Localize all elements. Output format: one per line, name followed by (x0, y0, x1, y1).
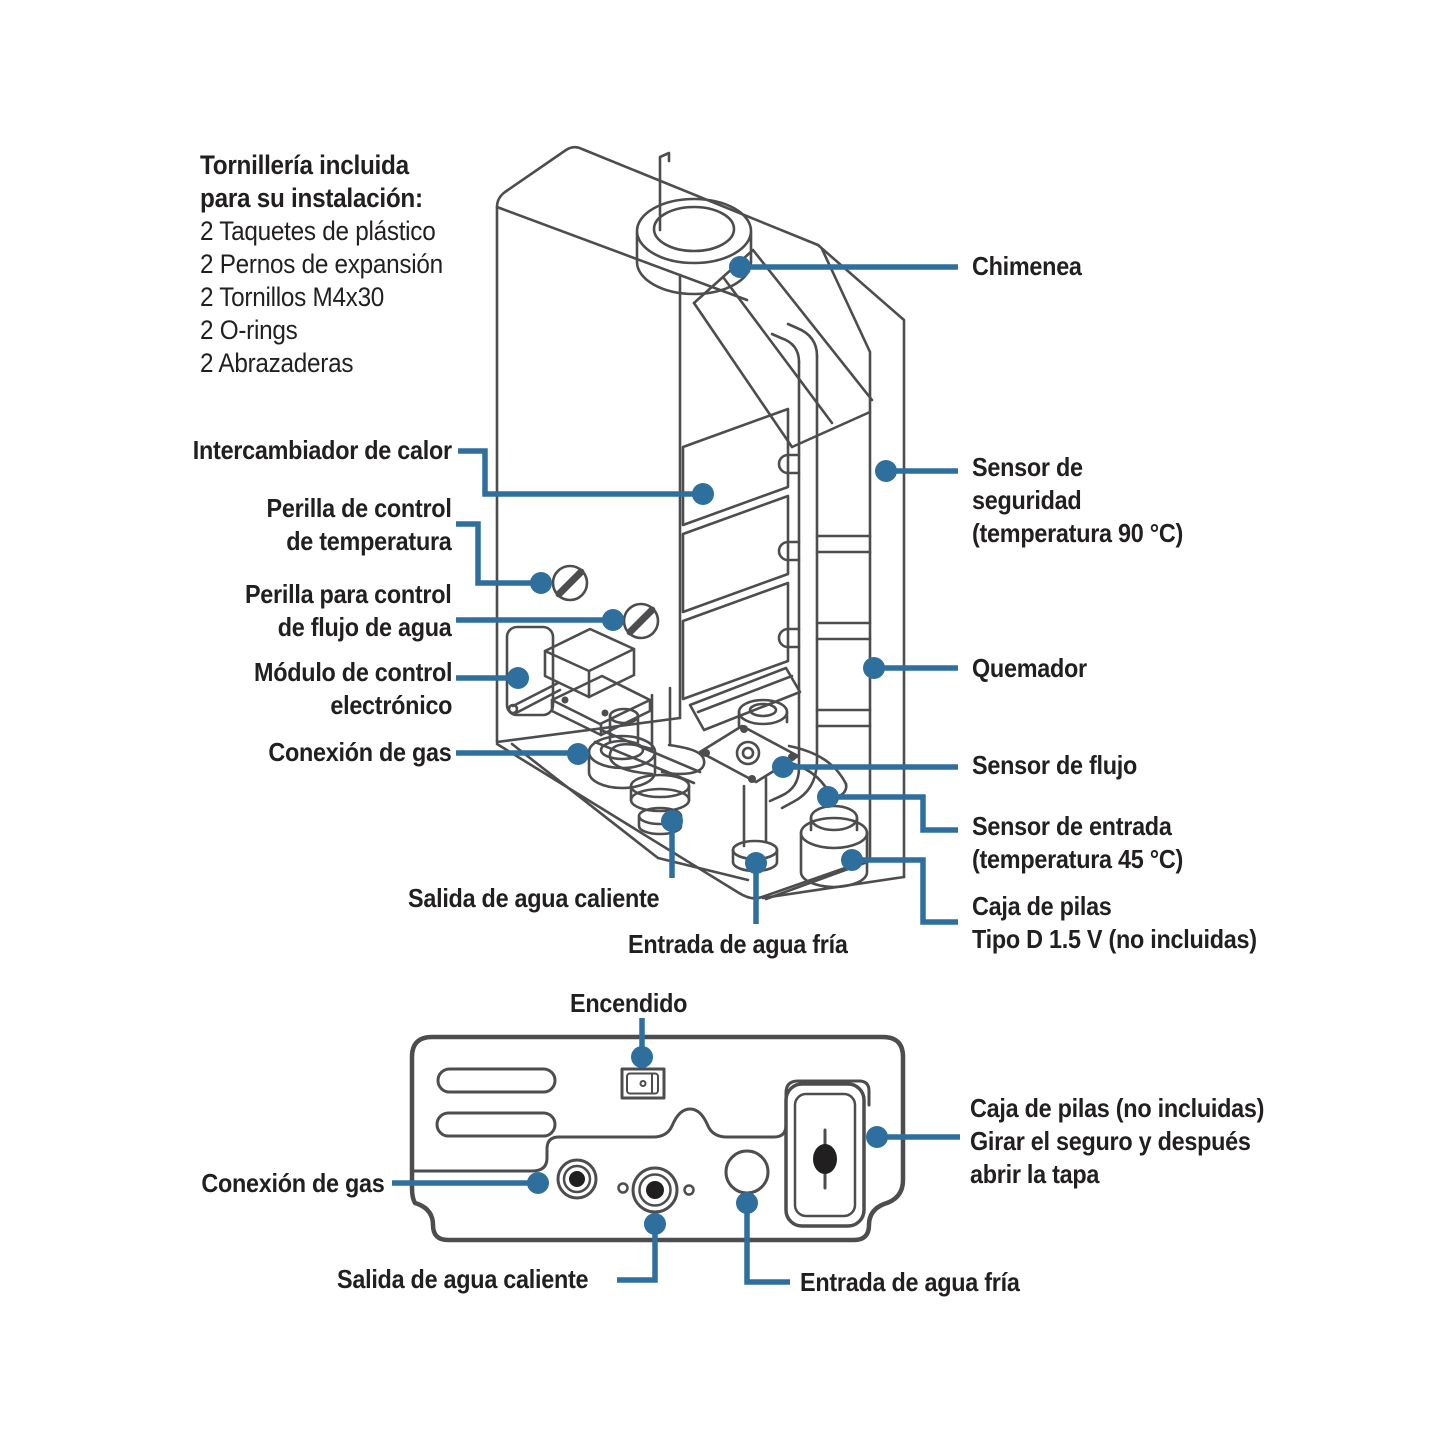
label-entrada-agua-bottom: Entrada de agua fría (800, 1267, 1020, 1297)
label-sensor-flujo: Sensor de flujo (972, 750, 1137, 780)
label-salida-agua-bottom: Salida de agua caliente (337, 1264, 589, 1294)
label-perilla-temperatura: Perilla de control de temperatura (267, 493, 452, 556)
label-caja-pilas-bottom: Caja de pilas (no incluidas) Girar el se… (970, 1093, 1265, 1189)
label-modulo: Módulo de control electrónico (253, 657, 452, 720)
hardware-note-item: 2 Abrazaderas (200, 348, 354, 378)
label-caja-pilas: Caja de pilas Tipo D 1.5 V (no incluidas… (972, 891, 1257, 954)
main-isometric-drawing (495, 145, 906, 901)
label-sensor-entrada: Sensor de entrada (temperatura 45 °C) (972, 811, 1183, 874)
hardware-note-item: 2 Pernos de expansión (200, 249, 443, 279)
label-sensor-seguridad: Sensor de seguridad (temperatura 90 °C) (972, 452, 1183, 548)
gas-port (556, 1158, 598, 1200)
label-conexion-gas: Conexión de gas (268, 737, 452, 767)
label-salida-agua: Salida de agua caliente (408, 883, 660, 913)
label-encendido: Encendido (570, 988, 688, 1018)
battery-door (784, 1082, 866, 1228)
label-chimenea: Chimenea (972, 251, 1082, 281)
hot-water-port (617, 1166, 695, 1214)
flow-sensor (698, 698, 848, 798)
label-perilla-flujo: Perilla para control de flujo de agua (245, 579, 452, 642)
power-switch (620, 1067, 666, 1100)
control-module (505, 625, 652, 737)
hardware-note: Tornillería incluida para su instalación… (200, 149, 443, 380)
hardware-note-item: 2 Tornillos M4x30 (200, 282, 385, 312)
burner (688, 666, 802, 732)
serpentine-pipe (768, 322, 872, 810)
label-intercambiador: Intercambiador de calor (192, 435, 452, 465)
cold-water-port (724, 1149, 770, 1195)
hardware-note-item: 2 O-rings (200, 315, 298, 345)
label-entrada-agua: Entrada de agua fría (628, 929, 848, 959)
label-quemador: Quemador (972, 653, 1087, 683)
hardware-note-title: Tornillería incluida para su instalación… (200, 150, 423, 213)
label-conexion-gas-bottom: Conexión de gas (201, 1168, 385, 1198)
leader-lines (392, 256, 960, 1285)
control-knobs (551, 564, 660, 640)
heat-exchanger (681, 407, 790, 701)
bottom-view-drawing (409, 1034, 906, 1243)
hardware-note-item: 2 Taquetes de plástico (200, 216, 436, 246)
